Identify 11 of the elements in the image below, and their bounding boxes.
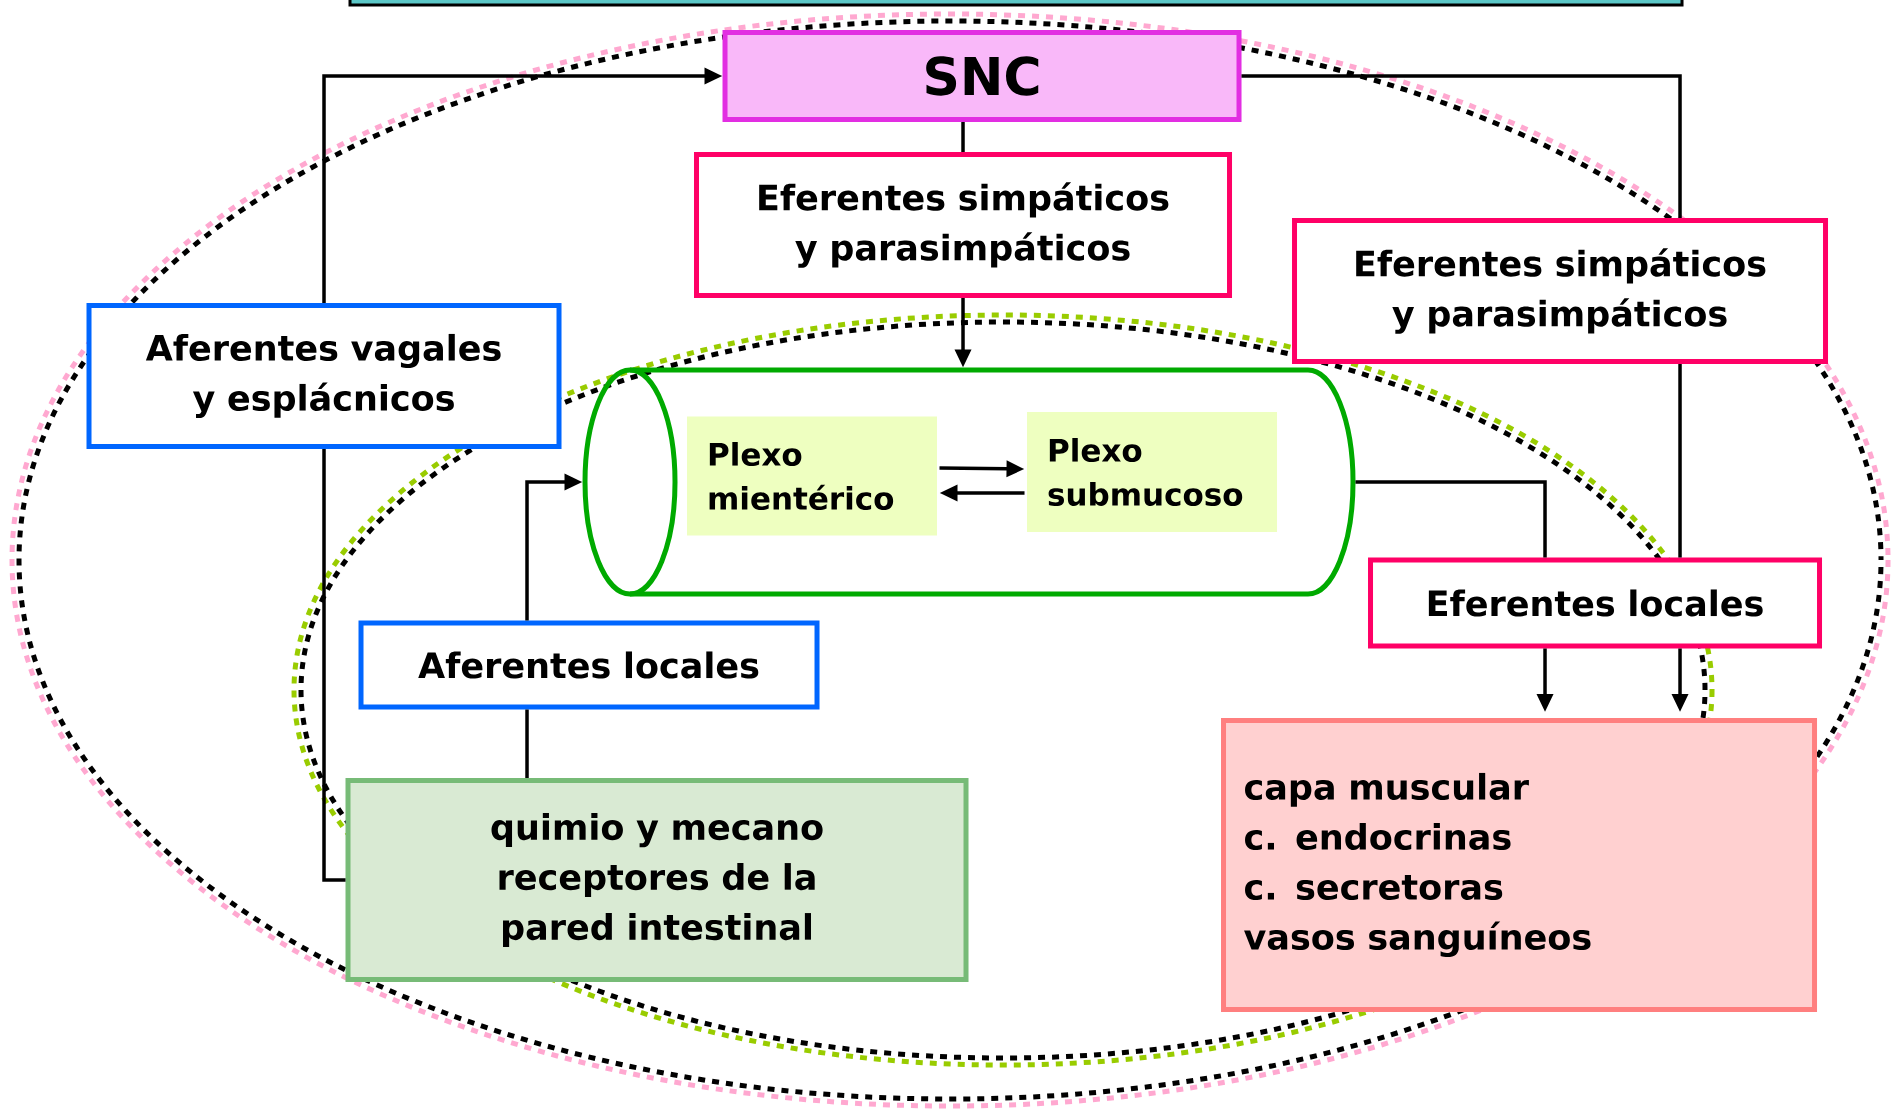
process-box: SNC xyxy=(722,30,1242,122)
target-box: capa muscular c. endocrinas c. secretoras vasos sanguíneos xyxy=(1221,718,1817,1012)
cylinder-drawing xyxy=(582,367,1356,597)
process-box: Eferentes locales xyxy=(1368,557,1822,649)
plexus-box: Plexo submucoso xyxy=(1027,412,1277,532)
process-box: Aferentes locales xyxy=(358,620,820,710)
plexus-box: Plexo mientérico xyxy=(687,416,937,536)
process-box: Aferentes vagales y esplácnicos xyxy=(86,303,562,449)
receptor-box: quimio y mecano receptores de la pared intestinal xyxy=(345,778,969,982)
process-box: Eferentes simpáticos y parasimpáticos xyxy=(694,152,1232,298)
process-box: Eferentes simpáticos y parasimpáticos xyxy=(1292,218,1828,364)
